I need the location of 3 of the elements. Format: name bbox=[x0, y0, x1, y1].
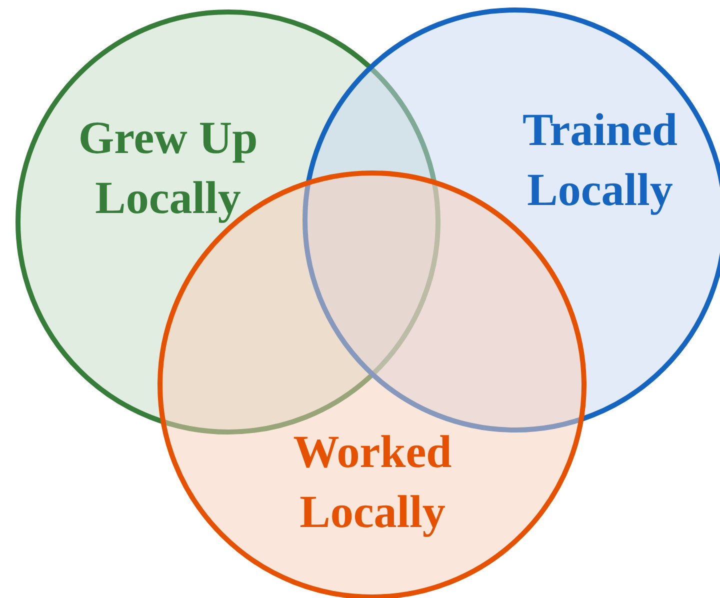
set-label: Worked Locally bbox=[292, 425, 453, 539]
set-label: Grew Up Locally bbox=[77, 111, 259, 225]
set-label: Trained Locally bbox=[521, 103, 679, 217]
